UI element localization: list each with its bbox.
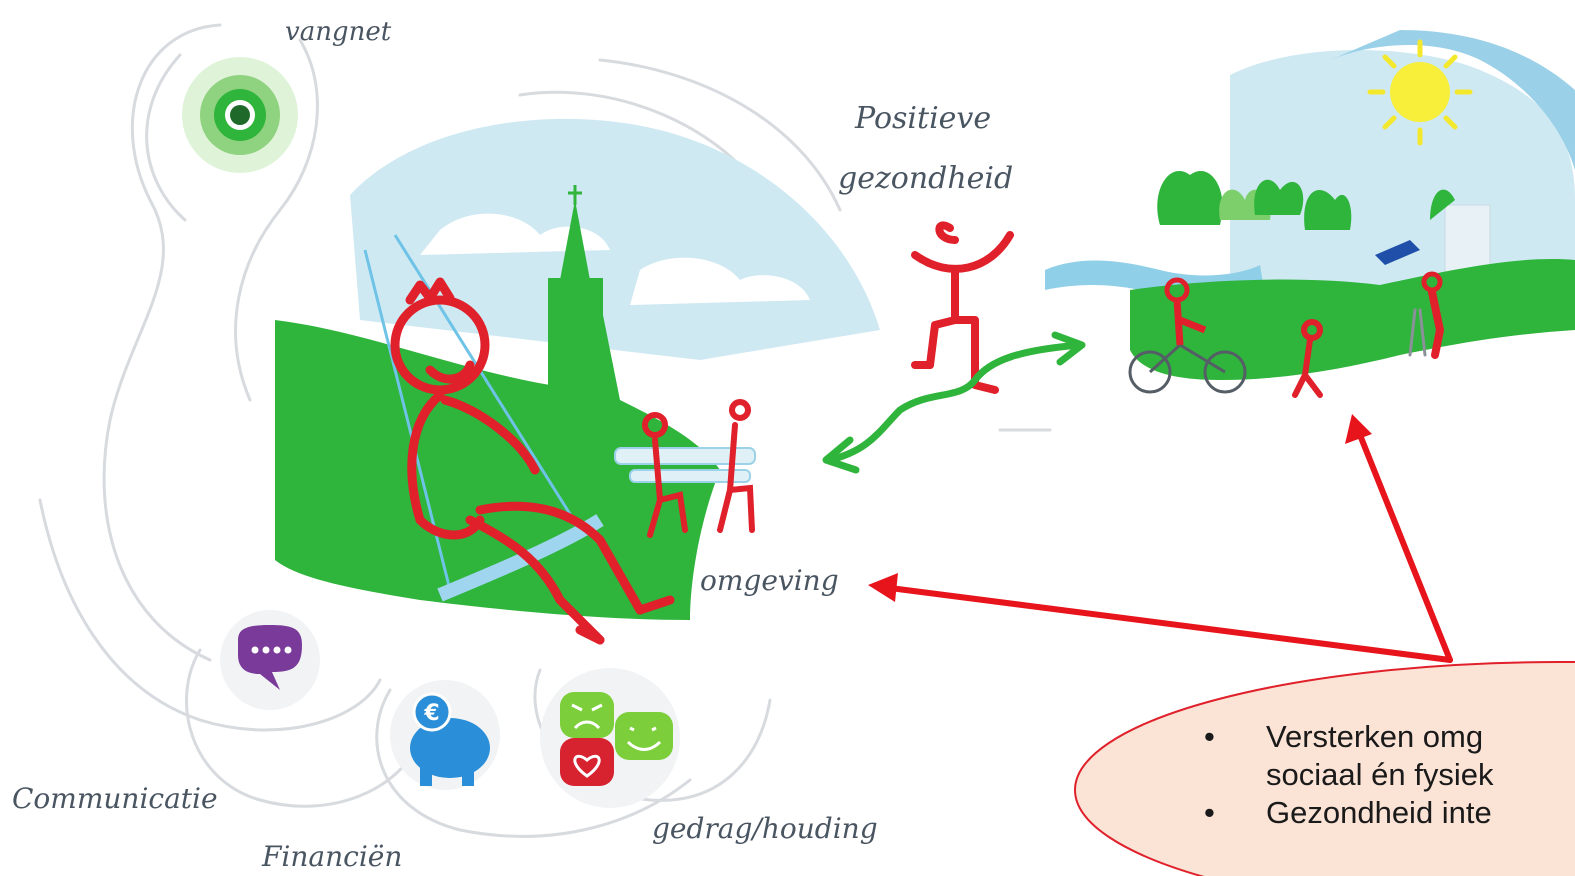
label-positieve-line1: Positieve [854,101,991,136]
label-communicatie: Communicatie [12,782,218,815]
callout-bullet-1: Versterken omg [1200,718,1575,756]
elderly-with-walker-figure [1408,271,1445,359]
sun-icon [1367,39,1473,146]
walking-person-figure [911,221,1014,394]
church-icon [548,185,603,408]
svg-text:€: € [423,701,439,726]
label-gedrag-houding: gedrag/houding [652,812,878,845]
label-vangnet: vangnet [285,17,392,47]
central-sky [350,118,880,360]
communicatie-speech-bubble-icon [220,610,320,710]
callout-bullet-1-continuation: sociaal én fysiek [1266,757,1494,792]
label-omgeving: omgeving [700,564,839,597]
sitting-pair-figure [642,399,755,538]
callout-arrows [868,414,1453,663]
swinging-person-figure [390,277,675,645]
walker-figure [1292,319,1323,398]
vangnet-target-icon [182,57,298,173]
callout-bullet-2: Gezondheid inte [1200,794,1575,832]
solar-panel-icon [1375,240,1420,265]
gedrag-emotion-faces-icon [540,668,680,808]
healthy-environment-scene [1045,30,1575,398]
label-positieve-line2: gezondheid [838,161,1013,196]
cyclist-figure [1128,277,1247,394]
path-arrows [822,331,1086,474]
financien-piggy-bank-icon: € [390,680,500,790]
central-green-hill [275,300,720,620]
label-financien: Financiën [261,840,402,873]
callout-text: Versterken omg sociaal én fysiek Gezondh… [1200,718,1575,832]
swirl-lines [38,23,1052,838]
